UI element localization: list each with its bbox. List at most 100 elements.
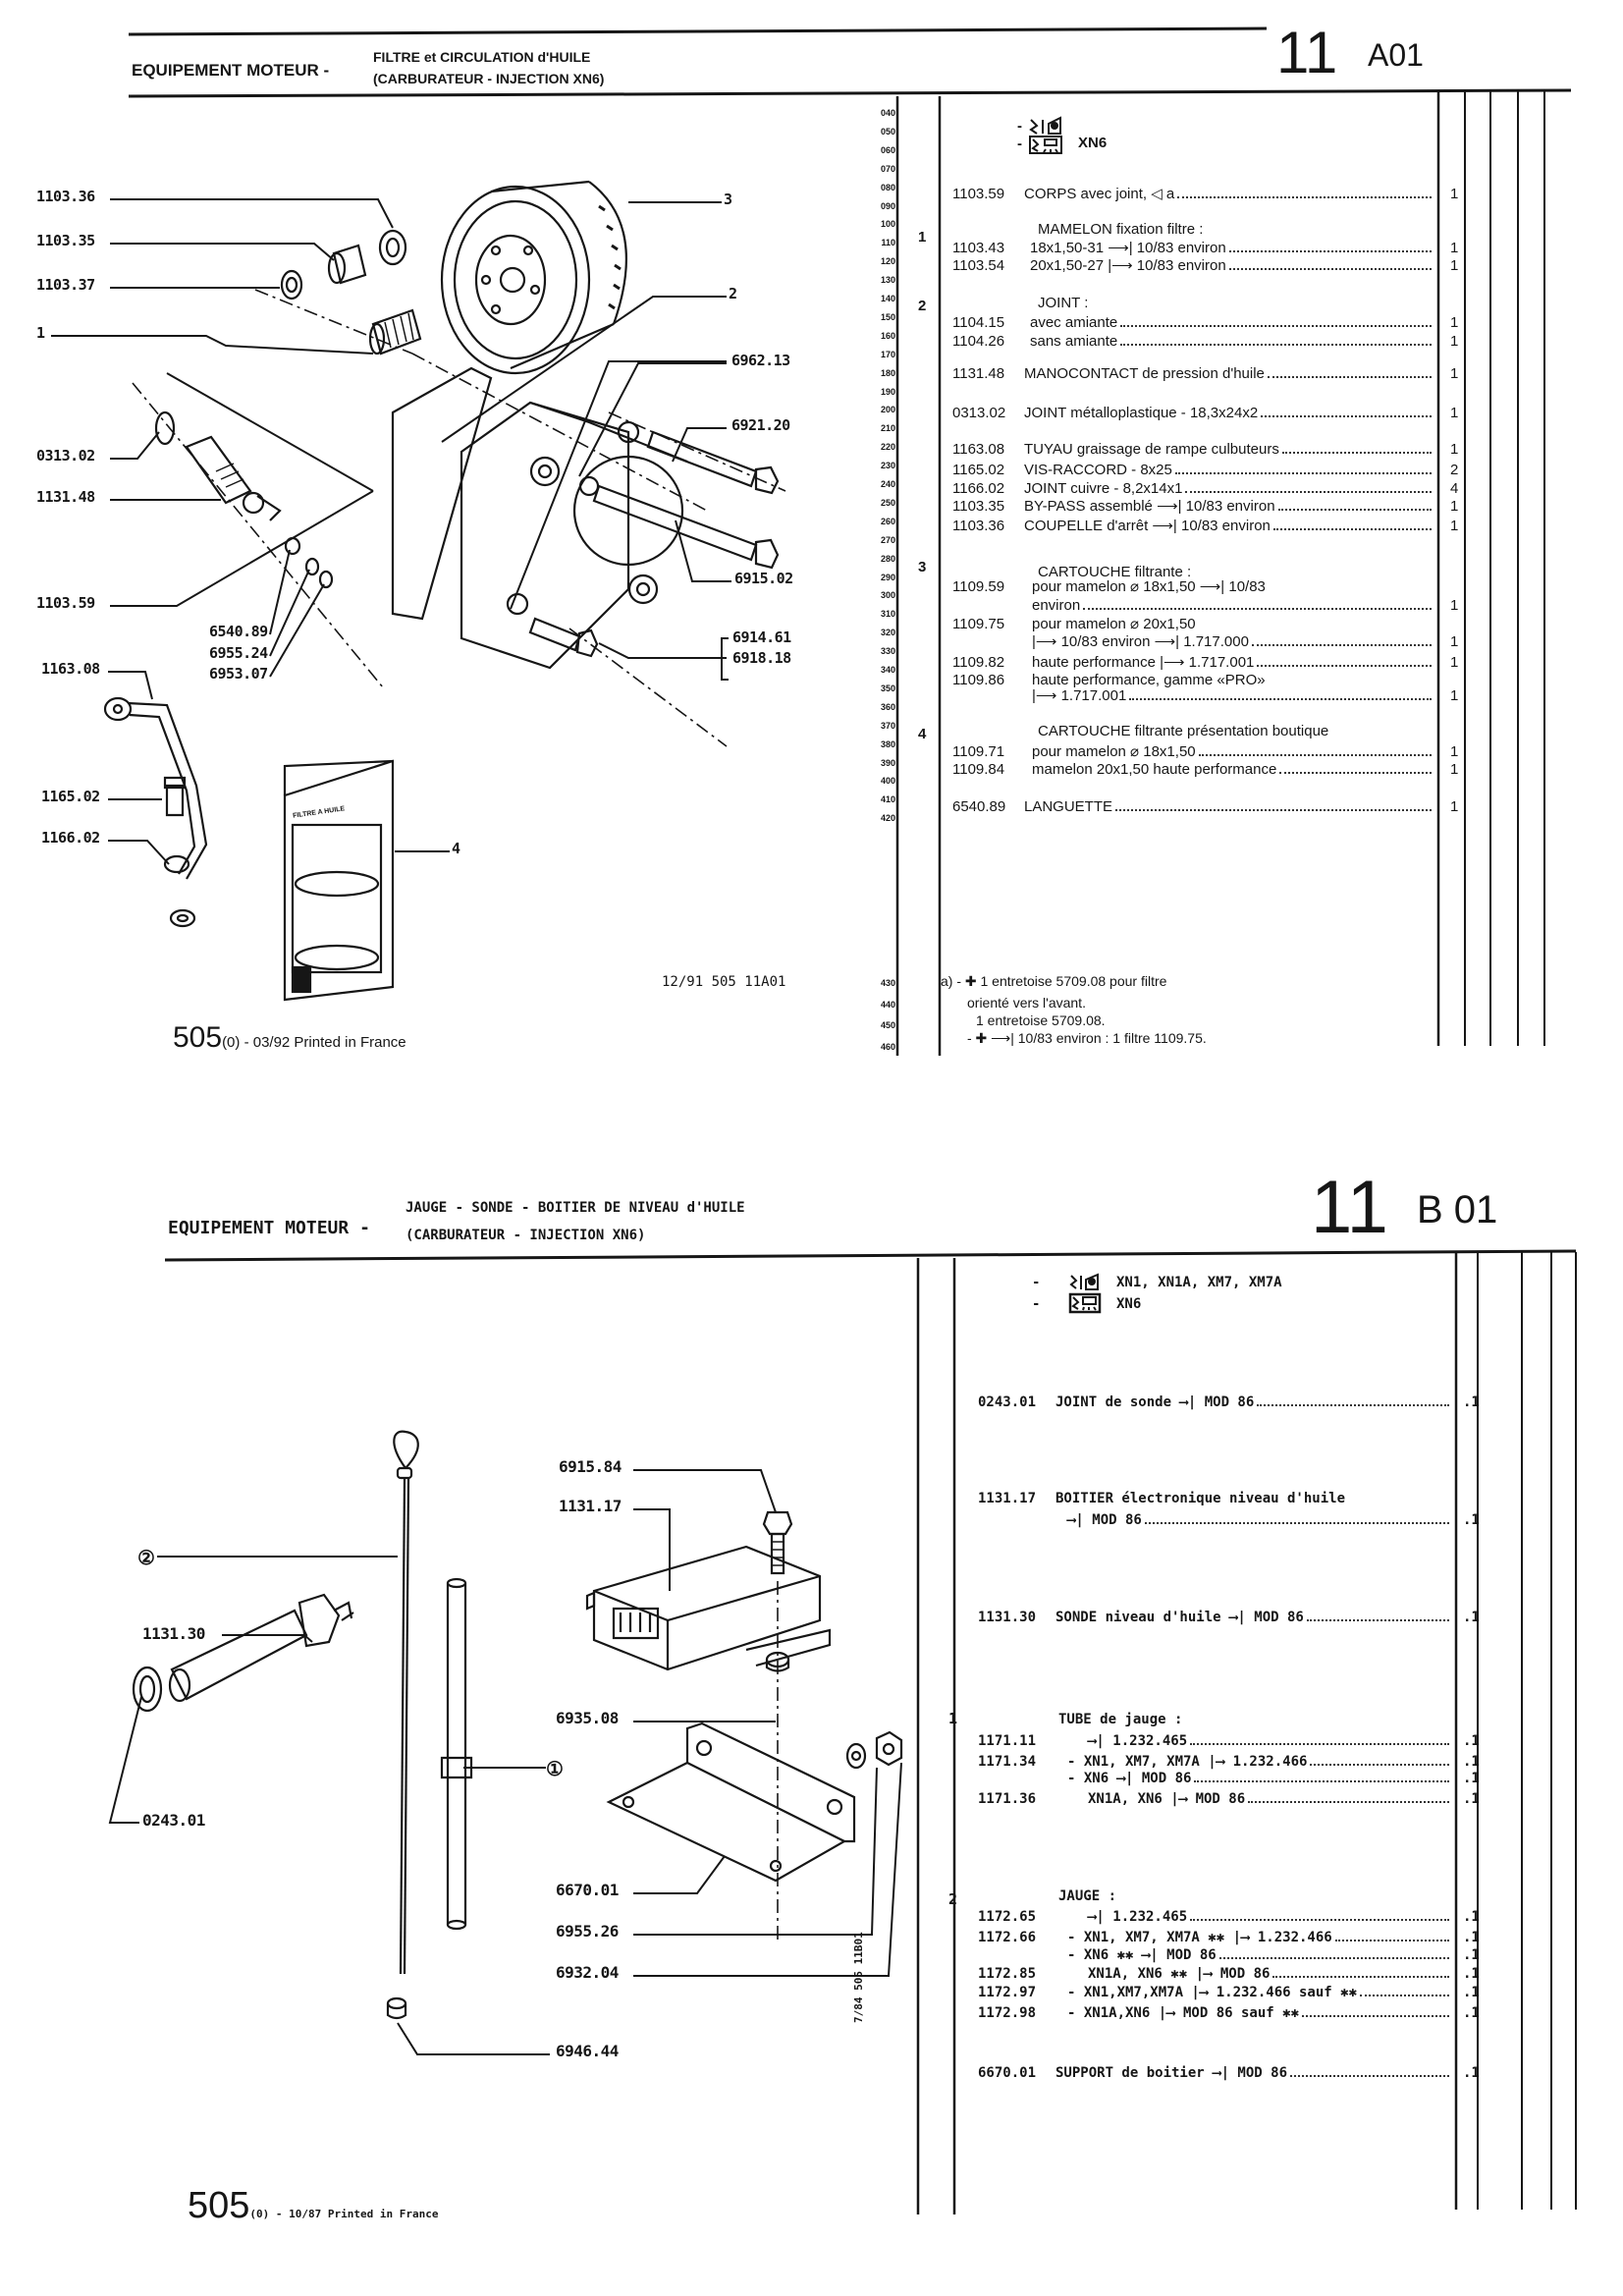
dot-leader [1281, 452, 1432, 454]
electronic-box [585, 1545, 832, 1671]
part-row: JOINT : [952, 294, 1434, 313]
legend-dash: - [1017, 118, 1022, 135]
part-description: MAMELON fixation filtre : [1038, 221, 1204, 238]
part-row: CARTOUCHE filtrante présentation boutiqu… [952, 722, 1434, 741]
part-description: - XN1, XM7, XM7A |⟶ 1.232.466 [1067, 1754, 1308, 1770]
plate-subtitle: JAUGE - SONDE - BOITIER DE NIVEAU d'HUIL… [406, 1200, 745, 1216]
plate-subtitle: FILTRE et CIRCULATION d'HUILE [373, 49, 591, 65]
callout-label: 1103.35 [36, 232, 95, 249]
dot-leader [1267, 376, 1432, 378]
dot-leader [1306, 1619, 1449, 1621]
callout-label: 6921.20 [731, 416, 790, 434]
part-description: XN1A, XN6 |⟶ MOD 86 [1088, 1791, 1246, 1807]
part-description: CARTOUCHE filtrante : [1038, 564, 1192, 580]
line-number: 110 [881, 238, 895, 248]
part-description: COUPELLE d'arrêt ⟶| 10/83 environ [1024, 518, 1271, 534]
filter-package-box [283, 759, 395, 1002]
callout-label: 6540.89 [209, 623, 268, 640]
dot-leader [1218, 1957, 1449, 1959]
line-number: 360 [880, 701, 895, 712]
part-row: 1171.34- XN1, XM7, XM7A |⟶ 1.232.466.1 [978, 1752, 1480, 1772]
legend-dash: - [1032, 1296, 1041, 1312]
quantity: .1 [1463, 1512, 1480, 1528]
page-footer: 505(0) - 10/87 Printed in France [188, 2185, 438, 2227]
part-number: 1131.30 [978, 1610, 1037, 1625]
leader-lines [51, 198, 731, 865]
part-description: BY-PASS assemblé ⟶| 10/83 environ [1024, 498, 1275, 515]
dot-leader [1290, 2075, 1449, 2077]
part-row: MAMELON fixation filtre : [952, 220, 1434, 240]
part-description: TUBE de jauge : [1058, 1712, 1183, 1727]
dot-leader [1190, 1919, 1449, 1921]
dot-leader [1261, 415, 1432, 417]
line-number: 320 [880, 628, 895, 638]
part-number: 6540.89 [952, 798, 1006, 815]
dipstick [393, 1430, 419, 1975]
quantity: 1 [1450, 633, 1459, 650]
part-row: 1172.97- XN1,XM7,XM7A |⟶ 1.232.466 sauf … [978, 1983, 1480, 2002]
line-number: 070 [880, 163, 895, 174]
quantity: .1 [1463, 1966, 1480, 1982]
part-description: - XN1,XM7,XM7A |⟶ 1.232.466 sauf ✱✱ [1067, 1985, 1358, 2000]
plate-code: 7/84 505 11B01 [852, 1932, 865, 2023]
part-description: haute performance |⟶ 1.717.001 [1032, 654, 1255, 671]
legend-engine: XN6 [1078, 135, 1108, 151]
part-row: 1172.66- XN1, XM7, XM7A ✱✱ |⟶ 1.232.466.… [978, 1928, 1480, 1947]
line-number: 130 [880, 275, 895, 286]
callout-label: ② [137, 1546, 155, 1569]
part-description: XN1A, XN6 ✱✱ |⟶ MOD 86 [1088, 1966, 1271, 1982]
page-footer: 505(0) - 03/92 Printed in France [173, 1021, 406, 1055]
dot-leader [1302, 2015, 1449, 2017]
line-number: 390 [880, 757, 895, 768]
footnote-line: orienté vers l'avant. [967, 995, 1086, 1011]
quantity: 1 [1450, 687, 1459, 704]
line-number: 370 [880, 720, 895, 731]
line-number: 090 [880, 200, 895, 211]
part-description: pour mamelon ⌀ 18x1,50 ⟶| 10/83 [1032, 578, 1266, 595]
part-description: ⟶| 1.232.465 [1088, 1909, 1188, 1925]
item-index: 4 [918, 726, 927, 742]
oil-filter-exploded-diagram [51, 180, 786, 1002]
dot-leader [1310, 1764, 1449, 1766]
line-number: 460 [880, 1041, 895, 1052]
line-number: 340 [880, 665, 895, 675]
quantity: 1 [1450, 518, 1459, 534]
quantity: 1 [1450, 761, 1459, 778]
line-number: 350 [880, 683, 895, 693]
part-row: 1172.85 XN1A, XN6 ✱✱ |⟶ MOD 86 .1 [978, 1964, 1480, 1984]
nut-6935 [765, 1651, 790, 1672]
part-description: JOINT métalloplastique - 18,3x24x2 [1024, 405, 1259, 421]
part-description: SUPPORT de boitier ⟶| MOD 86 [1055, 2065, 1288, 2081]
dot-leader [1251, 644, 1432, 646]
part-description: 20x1,50-27 |⟶ 10/83 environ [1030, 257, 1226, 274]
line-number: 190 [880, 386, 895, 397]
line-number: 100 [880, 219, 895, 230]
bolt-6915 [762, 1510, 793, 1575]
section-title: EQUIPEMENT MOTEUR - [132, 61, 330, 80]
dot-leader [1174, 472, 1432, 474]
part-description: JOINT de sonde ⟶| MOD 86 [1055, 1394, 1255, 1410]
part-description: - XN1A,XN6 |⟶ MOD 86 sauf ✱✱ [1067, 2005, 1300, 2021]
callout-label: 6962.13 [731, 352, 790, 369]
part-description: - XN6 ⟶| MOD 86 [1067, 1771, 1192, 1786]
callout-label: 0313.02 [36, 447, 95, 465]
part-number: 1172.85 [978, 1966, 1037, 1982]
line-number: 380 [880, 738, 895, 749]
footnote-line: 1 entretoise 5709.08. [976, 1012, 1106, 1028]
item-index: 2 [948, 1890, 958, 1908]
part-description: JOINT cuivre - 8,2x14x1 [1024, 480, 1183, 497]
callout-label: 6915.02 [734, 570, 793, 587]
